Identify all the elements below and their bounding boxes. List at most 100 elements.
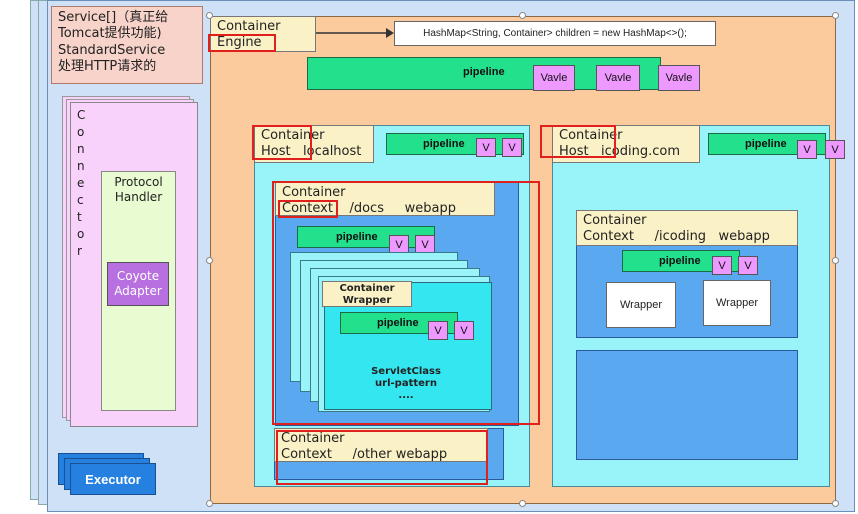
handle-top-right bbox=[832, 12, 839, 19]
context-docs-name-row: Context /docs webapp bbox=[282, 201, 488, 217]
servlet-ellipsis-line: .... bbox=[398, 390, 414, 401]
host-icoding-host: icoding.com bbox=[601, 144, 680, 159]
host-localhost-label-box: Container Host localhost bbox=[254, 125, 374, 163]
host-localhost-highlight bbox=[252, 125, 312, 160]
wrapper-valve-2: V bbox=[454, 321, 474, 340]
engine-valve-1-label: Vavle bbox=[540, 72, 568, 84]
context-docs-outer-highlight bbox=[272, 181, 540, 425]
icoding-wrapper-2: Wrapper bbox=[703, 280, 771, 326]
context-docs-name: Context bbox=[282, 201, 333, 216]
engine-pipeline-label: pipeline bbox=[463, 66, 505, 78]
host-icoding-name: Host bbox=[559, 144, 589, 159]
connector-label: Connector bbox=[77, 108, 86, 258]
context-icoding-empty bbox=[576, 350, 798, 460]
context-other-path: /other bbox=[352, 447, 392, 462]
icoding-wrapper-2-label: Wrapper bbox=[716, 297, 758, 309]
host-icoding-valve-1-label: V bbox=[803, 143, 811, 156]
engine-name-highlight bbox=[208, 34, 276, 52]
context-other-name: Context bbox=[281, 447, 332, 462]
context-docs-valve-1-label: V bbox=[395, 238, 403, 251]
icoding-wrapper-1: Wrapper bbox=[606, 282, 676, 328]
wrapper-valve-2-label: V bbox=[460, 324, 468, 337]
executor-label: Executor bbox=[85, 471, 141, 487]
host-icoding-valve-2: V bbox=[825, 140, 845, 159]
executor: Executor bbox=[70, 463, 156, 495]
context-icoding-container-word: Container bbox=[583, 213, 647, 228]
coyote-adapter-line-2: Adapter bbox=[114, 284, 162, 298]
handle-bottom-left bbox=[206, 500, 213, 507]
host-icoding-highlight bbox=[540, 125, 616, 158]
context-icoding-pipeline: pipeline bbox=[622, 250, 740, 272]
context-icoding-label-box: Container Context /icoding webapp bbox=[576, 210, 798, 246]
engine-valve-3: Vavle bbox=[658, 65, 700, 91]
host-localhost-name-row: Host localhost bbox=[261, 144, 367, 160]
host-localhost-valve-2-label: V bbox=[508, 141, 516, 154]
context-docs-path: /docs bbox=[349, 201, 384, 216]
url-pattern-line: url-pattern bbox=[375, 378, 437, 389]
context-icoding-valve-1-label: V bbox=[718, 259, 726, 272]
engine-valve-2: Vavle bbox=[596, 65, 640, 91]
servlet-class-line: ServletClass bbox=[371, 366, 441, 377]
context-icoding-path: /icoding bbox=[654, 229, 707, 244]
icoding-wrapper-1-label: Wrapper bbox=[620, 299, 662, 311]
host-localhost-name: Host bbox=[261, 144, 291, 159]
engine-container-word: Container bbox=[217, 19, 281, 34]
host-localhost-valve-1-label: V bbox=[482, 141, 490, 154]
host-icoding-valve-2-label: V bbox=[831, 143, 839, 156]
wrapper-container-word: Container bbox=[339, 283, 395, 294]
handle-bottom bbox=[519, 500, 526, 507]
engine-valve-3-label: Vavle bbox=[665, 72, 693, 84]
context-other-container-word: Container bbox=[281, 431, 345, 446]
engine-name: Engine bbox=[217, 35, 262, 50]
context-docs-container-word: Container bbox=[282, 185, 346, 200]
coyote-adapter: Coyote Adapter bbox=[107, 262, 169, 306]
service-label-box: Service[]（真正给 Tomcat提供功能) StandardServic… bbox=[51, 6, 203, 84]
host-localhost-valve-1: V bbox=[476, 138, 496, 157]
wrapper-valve-1: V bbox=[428, 321, 448, 340]
host-icoding-pipeline-label: pipeline bbox=[745, 138, 787, 150]
handle-bottom-right bbox=[832, 500, 839, 507]
protocol-handler: Protocol Handler Coyote Adapter bbox=[101, 171, 176, 411]
wrapper-valve-1-label: V bbox=[434, 324, 442, 337]
hashmap-note-text: HashMap<String, Container> children = ne… bbox=[423, 28, 687, 39]
host-icoding-name-row: Host icoding.com bbox=[559, 144, 693, 160]
engine-valve-2-label: Vavle bbox=[604, 72, 632, 84]
connector: Connector Protocol Handler Coyote Adapte… bbox=[70, 102, 198, 427]
servlet-info: ServletClass url-pattern .... bbox=[350, 366, 462, 402]
context-docs-pipeline-label: pipeline bbox=[336, 231, 378, 243]
host-localhost-pipeline-label: pipeline bbox=[423, 138, 465, 150]
context-icoding-valve-1: V bbox=[712, 256, 732, 275]
context-icoding-pipeline-label: pipeline bbox=[659, 255, 701, 267]
protocol-handler-line-1: Protocol bbox=[114, 175, 163, 189]
hashmap-note: HashMap<String, Container> children = ne… bbox=[394, 21, 716, 46]
handle-right bbox=[832, 257, 839, 264]
context-icoding-app: webapp bbox=[718, 229, 770, 244]
handle-top-left bbox=[206, 12, 213, 19]
context-other-highlight bbox=[276, 430, 488, 485]
host-localhost-host: localhost bbox=[303, 144, 362, 159]
wrapper-label-box: Container Wrapper bbox=[322, 281, 412, 307]
context-icoding-valve-2: V bbox=[738, 256, 758, 275]
service-line-4: 处理HTTP请求的 bbox=[58, 58, 157, 74]
service-line-1: Service[]（真正给 bbox=[58, 10, 169, 25]
wrapper-name: Wrapper bbox=[342, 295, 392, 306]
engine-valve-1: Vavle bbox=[533, 65, 575, 91]
context-icoding-name: Context bbox=[583, 229, 634, 244]
engine-children-arrow bbox=[316, 28, 394, 38]
context-other-name-row: Context /other webapp bbox=[281, 447, 481, 463]
context-docs-label-box: Container Context /docs webapp bbox=[275, 182, 495, 216]
context-docs-app: webapp bbox=[404, 201, 457, 216]
host-localhost-valve-2: V bbox=[502, 138, 522, 157]
context-icoding-name-row: Context /icoding webapp bbox=[583, 229, 791, 245]
coyote-adapter-line-1: Coyote bbox=[116, 269, 160, 283]
host-icoding-valve-1: V bbox=[797, 140, 817, 159]
protocol-handler-line-2: Handler bbox=[114, 190, 163, 204]
context-other-label-box: Container Context /other webapp bbox=[274, 428, 488, 462]
service-line-3: StandardService bbox=[58, 42, 166, 58]
context-other-app: webapp bbox=[395, 447, 448, 462]
host-icoding-container-word: Container bbox=[559, 128, 623, 143]
context-docs-valve-2-label: V bbox=[421, 238, 429, 251]
context-icoding-valve-2-label: V bbox=[744, 259, 752, 272]
context-docs-highlight bbox=[278, 200, 338, 218]
handle-left bbox=[206, 257, 213, 264]
